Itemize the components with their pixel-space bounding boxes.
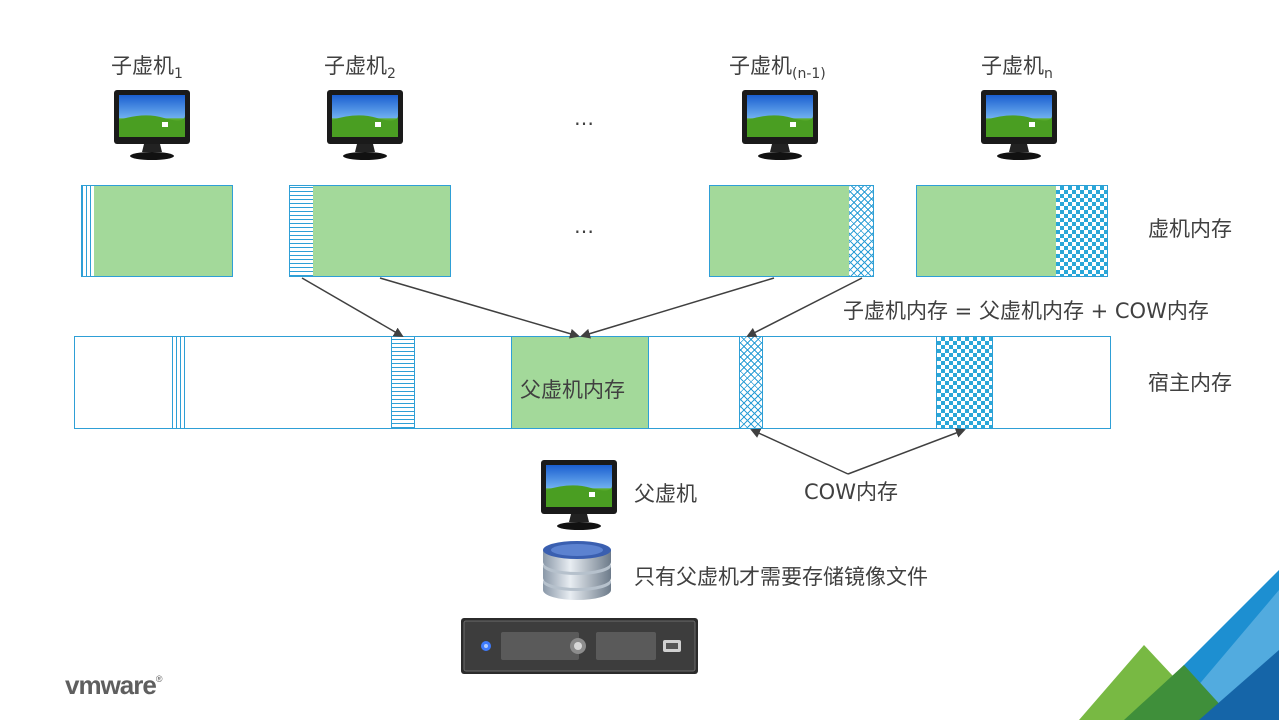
arrow-vm2-to-hstripe — [301, 277, 404, 338]
storage-note-label: 只有父虚机才需要存储镜像文件 — [634, 565, 928, 589]
child-vm-label-1: 子虚机1 — [111, 54, 183, 82]
vm-memory-box-n-1 — [709, 185, 874, 277]
host-memory-segment-check-small — [739, 337, 763, 428]
child-vm-label-2: 子虚机2 — [324, 54, 396, 82]
formula-label: 子虚机内存 = 父虚机内存 + COW内存 — [843, 299, 1209, 323]
vm-memory-cow-pattern-2 — [290, 186, 313, 276]
vmware-logo: vmware® — [65, 670, 162, 700]
arrow-cow-to-checksmall — [750, 428, 849, 475]
vm-memory-cow-pattern-1 — [82, 186, 94, 276]
cow-memory-label: COW内存 — [804, 480, 898, 504]
monitor-icon — [541, 460, 617, 530]
vm-memory-box-2 — [289, 185, 451, 277]
database-icon — [543, 541, 611, 600]
vm-memory-cow-pattern-n-1 — [849, 186, 873, 276]
ellipsis-memory: … — [574, 214, 595, 238]
host-memory-segment-check-big — [936, 337, 993, 428]
arrow-cow-to-checkbig — [847, 428, 966, 475]
vm-memory-box-1 — [81, 185, 233, 277]
arrow-vmn1-to-checksmall — [746, 277, 863, 337]
corner-decoration — [1079, 570, 1279, 720]
server-icon — [461, 618, 698, 674]
host-memory-segment-hstripe — [391, 337, 415, 428]
vm-memory-cow-pattern-n — [1056, 186, 1107, 276]
parent-memory-label: 父虚机内存 — [520, 378, 625, 402]
arrow-vmn1-to-parent — [580, 277, 775, 339]
host-memory-label: 宿主内存 — [1148, 371, 1232, 395]
host-memory-segment-vstripe — [172, 337, 188, 428]
child-vm-label-n: 子虚机n — [981, 54, 1053, 82]
child-vm-label-n-1: 子虚机(n-1) — [729, 54, 826, 82]
ellipsis-top: … — [574, 106, 595, 130]
parent-vm-label: 父虚机 — [634, 482, 697, 506]
vm-memory-label: 虚机内存 — [1148, 217, 1232, 241]
arrow-vm2-to-parent — [379, 277, 580, 339]
parent-memory-block — [511, 337, 649, 428]
